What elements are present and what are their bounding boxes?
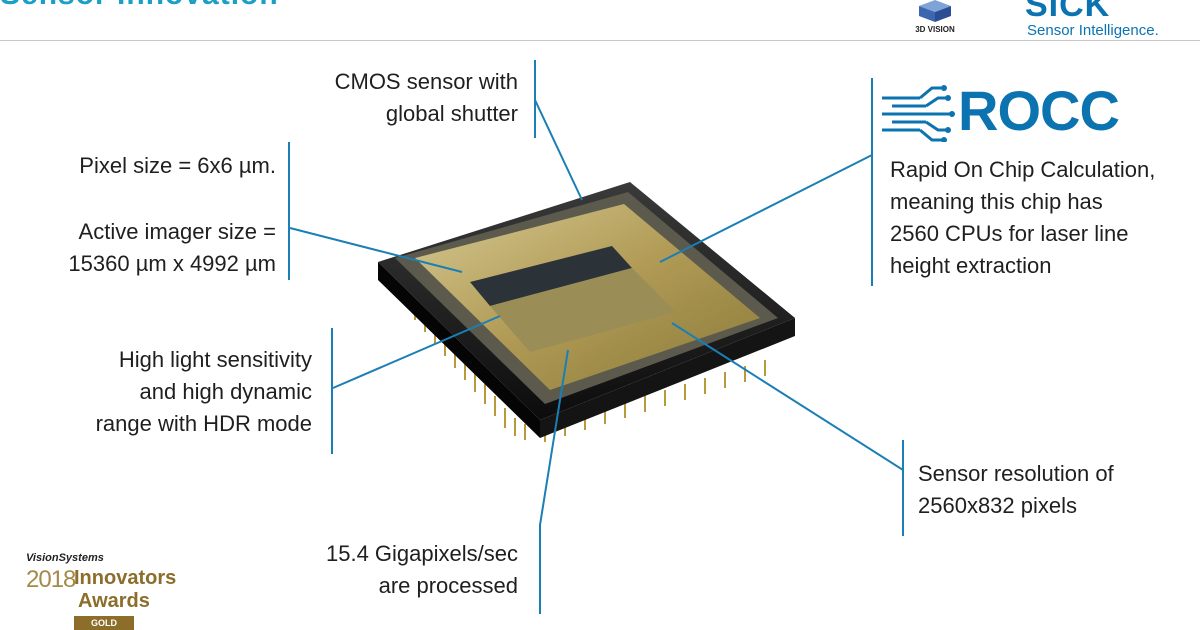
sensitivity-callout: High light sensitivity and high dynamic …: [40, 344, 312, 440]
sensitivity-line: High light sensitivity: [118, 347, 312, 372]
pixel-size-callout: Pixel size = 6x6 µm.: [79, 153, 276, 178]
award-line-2: Awards: [78, 590, 150, 612]
throughput-line: 15.4 Gigapixels/sec: [326, 541, 518, 566]
rocc-description-line: Rapid On Chip Calculation,: [890, 157, 1156, 182]
throughput-accent-bar: [539, 524, 541, 614]
3d-vision-label: 3D VISION: [915, 25, 955, 34]
rocc-description-line: height extraction: [890, 253, 1052, 278]
resolution-accent-bar: [902, 440, 904, 536]
cmos-accent-bar: [534, 60, 536, 138]
imager-size-callout: Active imager size = 15360 µm x 4992 µm: [20, 216, 276, 280]
cmos-callout-line: global shutter: [385, 101, 518, 126]
award-tier: GOLD: [74, 616, 134, 630]
3d-vision-logo: 3D VISION: [905, 0, 965, 40]
rocc-description-line: meaning this chip has: [890, 189, 1103, 214]
cmos-callout: CMOS sensor with global shutter: [290, 66, 518, 130]
sick-logo: SICK: [1025, 0, 1111, 24]
resolution-line: Sensor resolution of: [918, 461, 1114, 486]
award-line-1: Innovators: [74, 567, 177, 589]
imager-size-line: Active imager size =: [78, 219, 276, 244]
sensitivity-accent-bar: [331, 328, 333, 454]
cmos-callout-line: CMOS sensor with: [334, 69, 518, 94]
rocc-logo: ROCC: [880, 79, 1120, 143]
imager-size-line: 15360 µm x 4992 µm: [68, 251, 276, 276]
throughput-callout: 15.4 Gigapixels/sec are processed: [280, 538, 518, 602]
sick-tagline: Sensor Intelligence.: [1027, 22, 1159, 39]
award-publication: VisionSystems: [26, 552, 104, 564]
rocc-accent-bar: [871, 78, 873, 286]
rocc-description-line: 2560 CPUs for laser line: [890, 221, 1129, 246]
imager-accent-bar: [288, 142, 290, 280]
sensitivity-line: and high dynamic: [139, 379, 312, 404]
sensitivity-line: range with HDR mode: [95, 411, 312, 436]
page-title: Sensor Innovation: [0, 0, 279, 12]
cube-icon: [919, 0, 951, 22]
rocc-description: Rapid On Chip Calculation, meaning this …: [890, 154, 1155, 282]
resolution-line: 2560x832 pixels: [918, 493, 1078, 518]
innovators-award-badge: VisionSystems 2018 Innovators Awards GOL…: [26, 552, 176, 630]
rocc-wordmark: ROCC: [958, 79, 1120, 142]
circuit-icon: [882, 85, 955, 143]
award-year: 2018: [26, 566, 76, 593]
resolution-callout: Sensor resolution of 2560x832 pixels: [918, 458, 1114, 522]
throughput-line: are processed: [378, 573, 518, 598]
header-divider: [0, 40, 1200, 41]
